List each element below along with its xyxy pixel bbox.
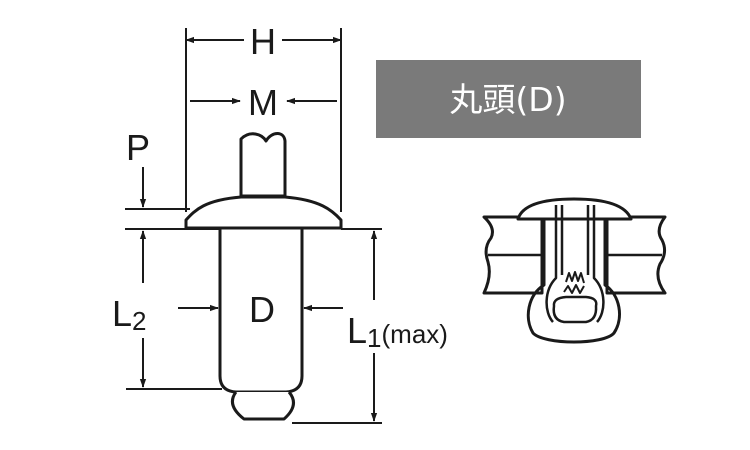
label-l1-sub: 1 [367,323,381,353]
title-badge-text: 丸頭(D) [449,80,566,119]
rivet-head [184,195,343,230]
title-badge-background [376,60,641,138]
label-l1-main: L [347,310,367,351]
label-l1: L1(max) [347,310,448,353]
rivet-side-view [184,132,343,421]
label-l2: L2 [112,293,147,336]
label-m: M [248,82,278,123]
title-badge: 丸頭(D) [376,60,641,138]
installed-section-view [482,197,667,344]
mandrel-break [563,271,585,294]
dimension-h [185,28,342,212]
installed-head [516,197,633,221]
mandrel-head [230,391,295,421]
label-h: H [250,21,276,62]
label-p: P [126,127,150,168]
installed-mandrel [560,205,590,275]
dimension-p [125,167,220,230]
label-l2-main: L [112,293,132,334]
dimension-l1 [292,228,382,424]
dimension-l2 [126,230,222,390]
label-l1-suffix: (max) [382,319,448,349]
expanded-sleeve [526,219,621,344]
installed-mandrel-head [552,295,598,324]
label-d: D [249,289,275,330]
sleeve-inner [545,205,605,323]
label-l2-sub: 2 [132,306,146,336]
mandrel-stem [239,132,287,198]
